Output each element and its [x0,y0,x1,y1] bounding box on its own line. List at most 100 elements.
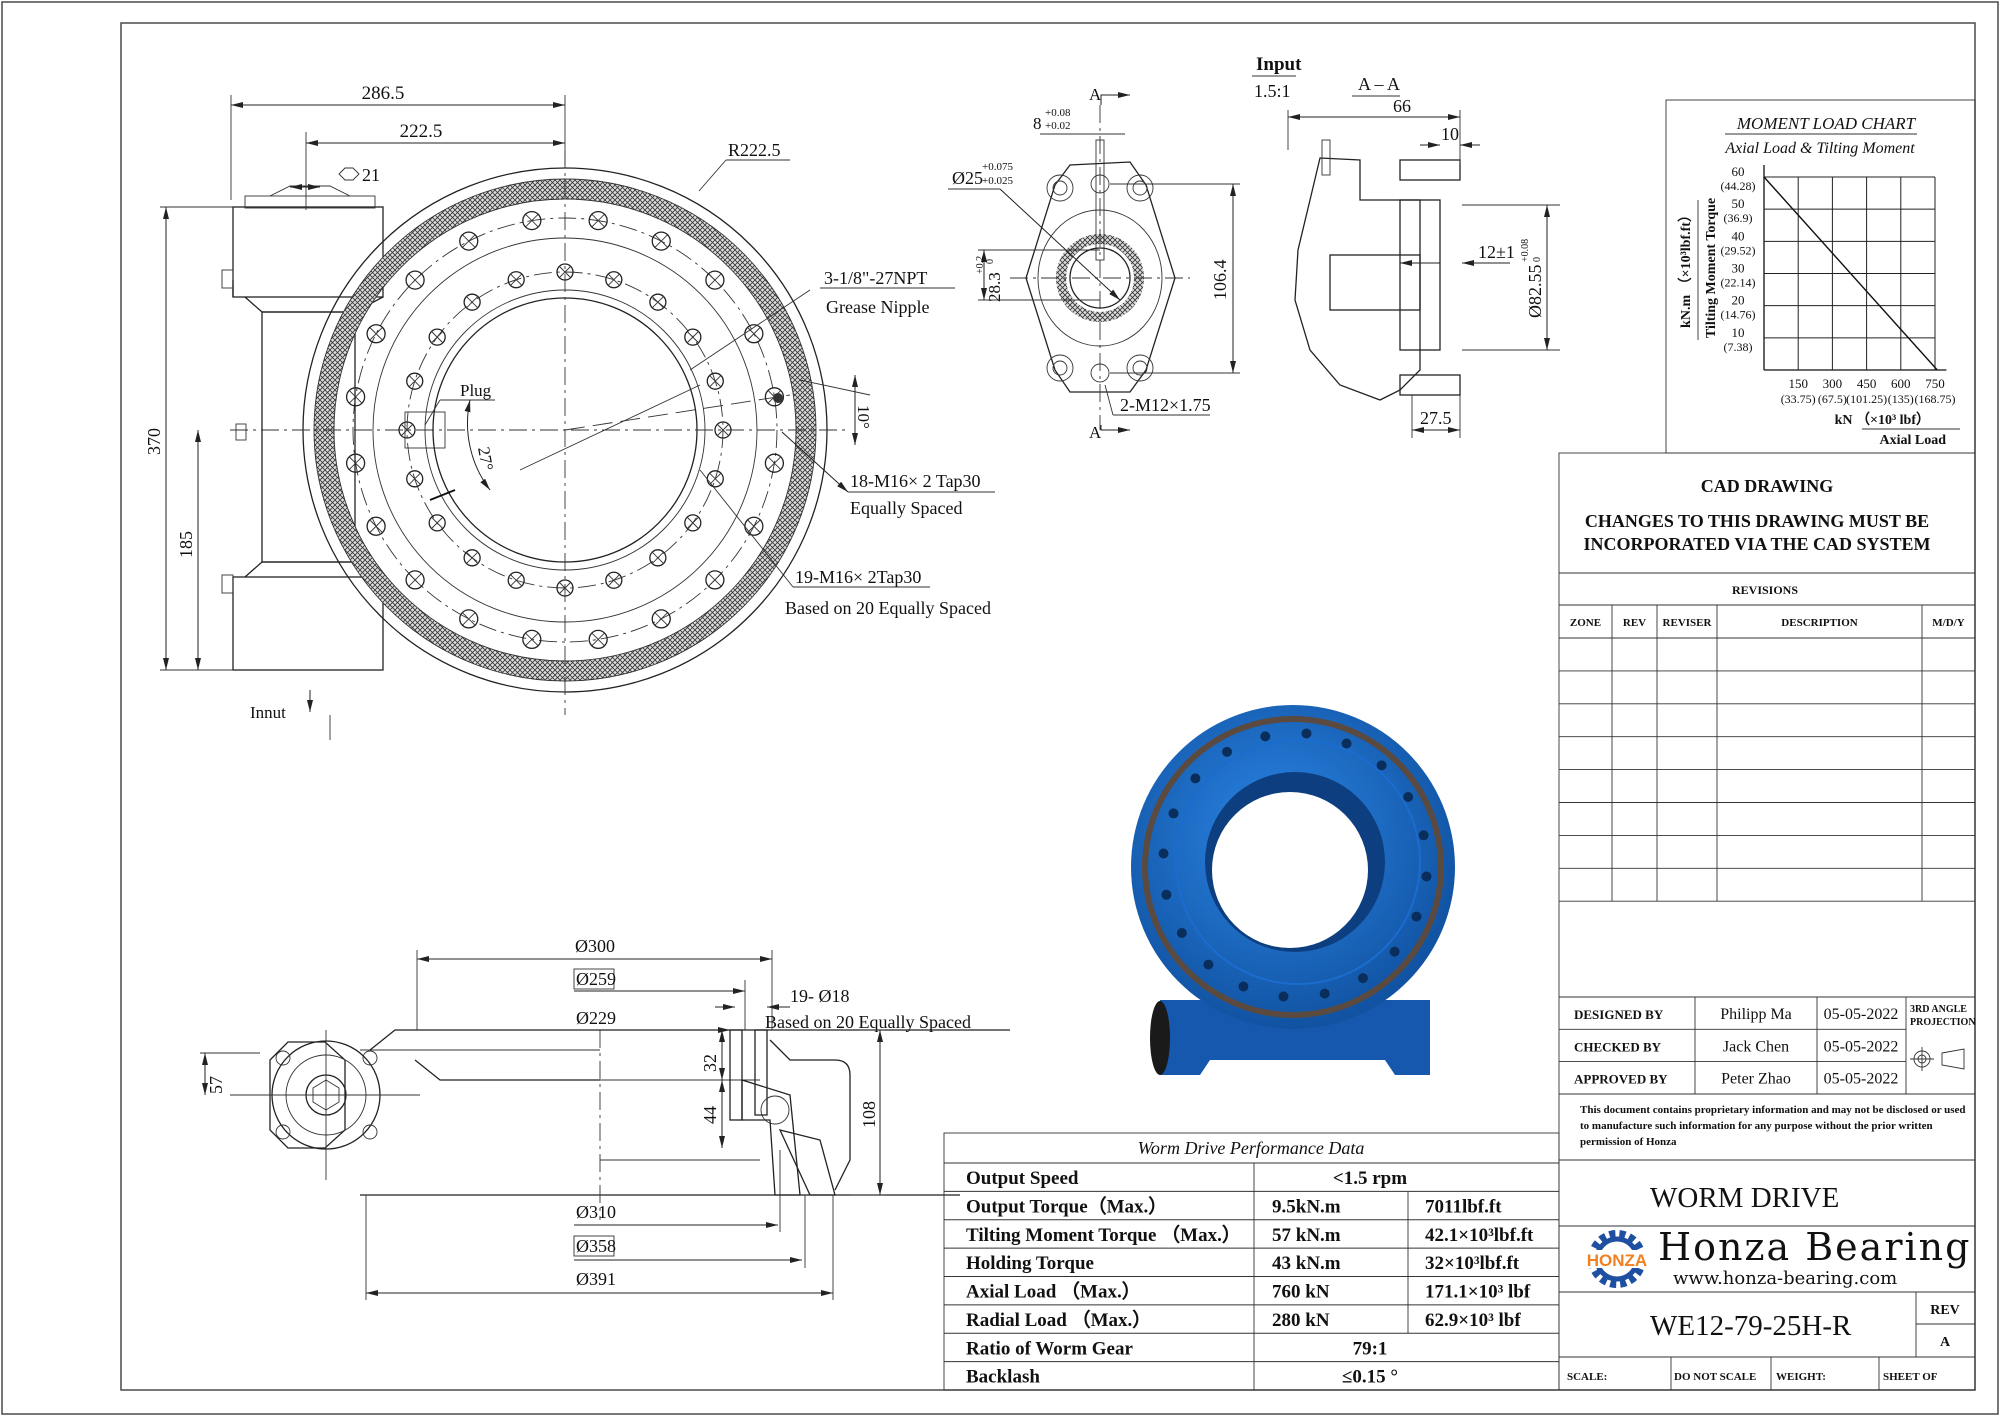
main-front-view: 286.5 222.5 21 R222.5 3-1/8"-27NPT Greas… [144,83,995,740]
bolt-hole-mark [509,273,523,287]
title-block: CAD DRAWING CHANGES TO THIS DRAWING MUST… [1558,452,1976,1391]
bolt-hole [459,609,479,629]
performance-row-label: Backlash [966,1367,1040,1388]
y-tick-label: 40 [1732,228,1745,243]
bolt-hole [428,328,446,346]
revision-column-header: REVISER [1663,617,1713,629]
bolt-hole-mark [430,330,444,344]
tap19-spec: 19-M16× 2Tap30 [795,567,921,587]
render-bolt-hole [1421,871,1432,882]
pilot-tol-lower: 0 [1532,257,1543,262]
company-name: Honza Bearing [1658,1225,1971,1269]
performance-row-metric: 760 kN [1272,1282,1330,1303]
hex-size: 21 [362,165,380,185]
side-view: Ø300 Ø259 Ø229 19- Ø18 Based on 20 Equal… [200,936,1010,1300]
third-angle-projection-icon [1910,1047,1965,1071]
render-bolt-hole [1260,731,1271,742]
dim-d229: Ø229 [576,1008,616,1028]
y-tick-alt-label: (44.28) [1721,179,1756,193]
key-width: 8 [1033,114,1042,133]
render-bolt-hole [1278,991,1289,1002]
y-tick-alt-label: (7.38) [1724,340,1753,354]
render-bolt-hole [1190,773,1201,784]
performance-title: Worm Drive Performance Data [1138,1138,1365,1158]
key-depth-tol-lower: 0 [985,259,996,264]
revision-column-header: M/D/Y [1932,617,1964,629]
bolt-hole [684,328,702,346]
bolt-hole-mark [408,374,422,388]
pilot-diameter: Ø82.55 [1525,265,1545,319]
scale-label: SCALE: [1567,1371,1607,1383]
x-tick-label: 450 [1857,376,1877,391]
hole-note: Based on 20 Equally Spaced [765,1012,971,1032]
signoff-role: APPROVED BY [1574,1072,1668,1087]
bolt-hole-mark [369,327,383,341]
bolt-hole-mark [708,472,722,486]
render-bolt-hole [1411,911,1422,922]
performance-table: Worm Drive Performance Data Output Speed… [943,1132,1560,1391]
notice-line3: permission of Honza [1580,1136,1677,1148]
bolt-hole-mark [654,234,668,248]
performance-row-imperial: 32×10³lbf.ft [1425,1253,1520,1274]
dim-d391: Ø391 [576,1269,616,1289]
section-mark-bottom: A [1089,423,1102,442]
bolt-hole-mark [349,390,362,404]
bolt-hole [764,453,785,473]
performance-row-label: Holding Torque [966,1253,1094,1274]
bolt-hole [684,514,702,532]
sheet-label: SHEET OF [1883,1371,1938,1383]
render-bore [1212,792,1368,948]
rev-value: A [1940,1335,1951,1350]
dim-d358: Ø358 [576,1236,616,1256]
moment-load-chart: MOMENT LOAD CHART Axial Load & Tilting M… [1665,99,1976,454]
y-axis-label: Tilting Moment Torque [1704,198,1719,338]
do-not-scale: DO NOT SCALE [1674,1371,1756,1383]
dim-370: 370 [144,428,164,455]
bolt-hole [764,387,785,407]
performance-row-imperial: 7011lbf.ft [1425,1196,1502,1217]
y-tick-label: 20 [1732,293,1745,308]
bolt-hole [588,210,608,231]
section-dim-12: 12±1 [1478,242,1515,262]
part-number: WE12-79-25H-R [1650,1310,1852,1342]
bolt-hole-mark [525,214,539,227]
bolt-hole-mark [525,633,539,646]
tap18-spec: 18-M16× 2 Tap30 [850,471,981,491]
bolt-hole-mark [654,612,668,626]
angle-10: 10° [854,405,873,429]
bolt-hole [463,293,481,311]
bolt-hole-mark [408,273,422,287]
bolt-hole [366,516,386,536]
moment-load-line [1763,176,1938,371]
key-depth-tol-upper: +0.2 [975,256,986,274]
performance-row-imperial: 171.1×10³ lbf [1425,1282,1531,1303]
section-a-a-view: A – A 66 10 12±1 Ø82.55 +0.08 0 27.5 [1287,74,1560,438]
x-tick-alt-label: (101.25) [1846,392,1887,406]
render-bolt-hole [1376,760,1387,771]
y-tick-alt-label: (36.9) [1724,211,1753,225]
input-view-title: Input [1256,54,1302,75]
signoff-date: 05-05-2022 [1824,1006,1899,1023]
company-website[interactable]: www.honza-bearing.com [1673,1268,1897,1289]
signoff-role: DESIGNED BY [1574,1007,1664,1022]
bore-tol-upper: +0.075 [982,161,1013,173]
bolt-hole-mark [607,273,621,287]
product-name: WORM DRIVE [1650,1182,1839,1214]
bolt-hole [588,629,608,650]
performance-row-label: Output Speed [966,1168,1079,1189]
bolt-hole [459,231,479,251]
render-bolt-hole [1161,889,1172,900]
performance-row-metric: 57 kN.m [1272,1225,1341,1246]
bolt-holes [345,210,785,650]
y-axis-unit: kN.m （×10³lbf.ft） [1678,208,1694,328]
render-bolt-hole [1418,830,1429,841]
bolt-hole [705,570,725,590]
performance-row-imperial: 42.1×10³lbf.ft [1425,1225,1534,1246]
bolt-hole [651,609,671,629]
bolt-hole [345,387,366,407]
key-depth: 28.3 [985,272,1004,302]
performance-row-label: Output Torque（Max.） [966,1194,1167,1217]
y-tick-alt-label: (14.76) [1721,308,1756,322]
performance-row-label: Tilting Moment Torque （Max.） [966,1223,1241,1246]
